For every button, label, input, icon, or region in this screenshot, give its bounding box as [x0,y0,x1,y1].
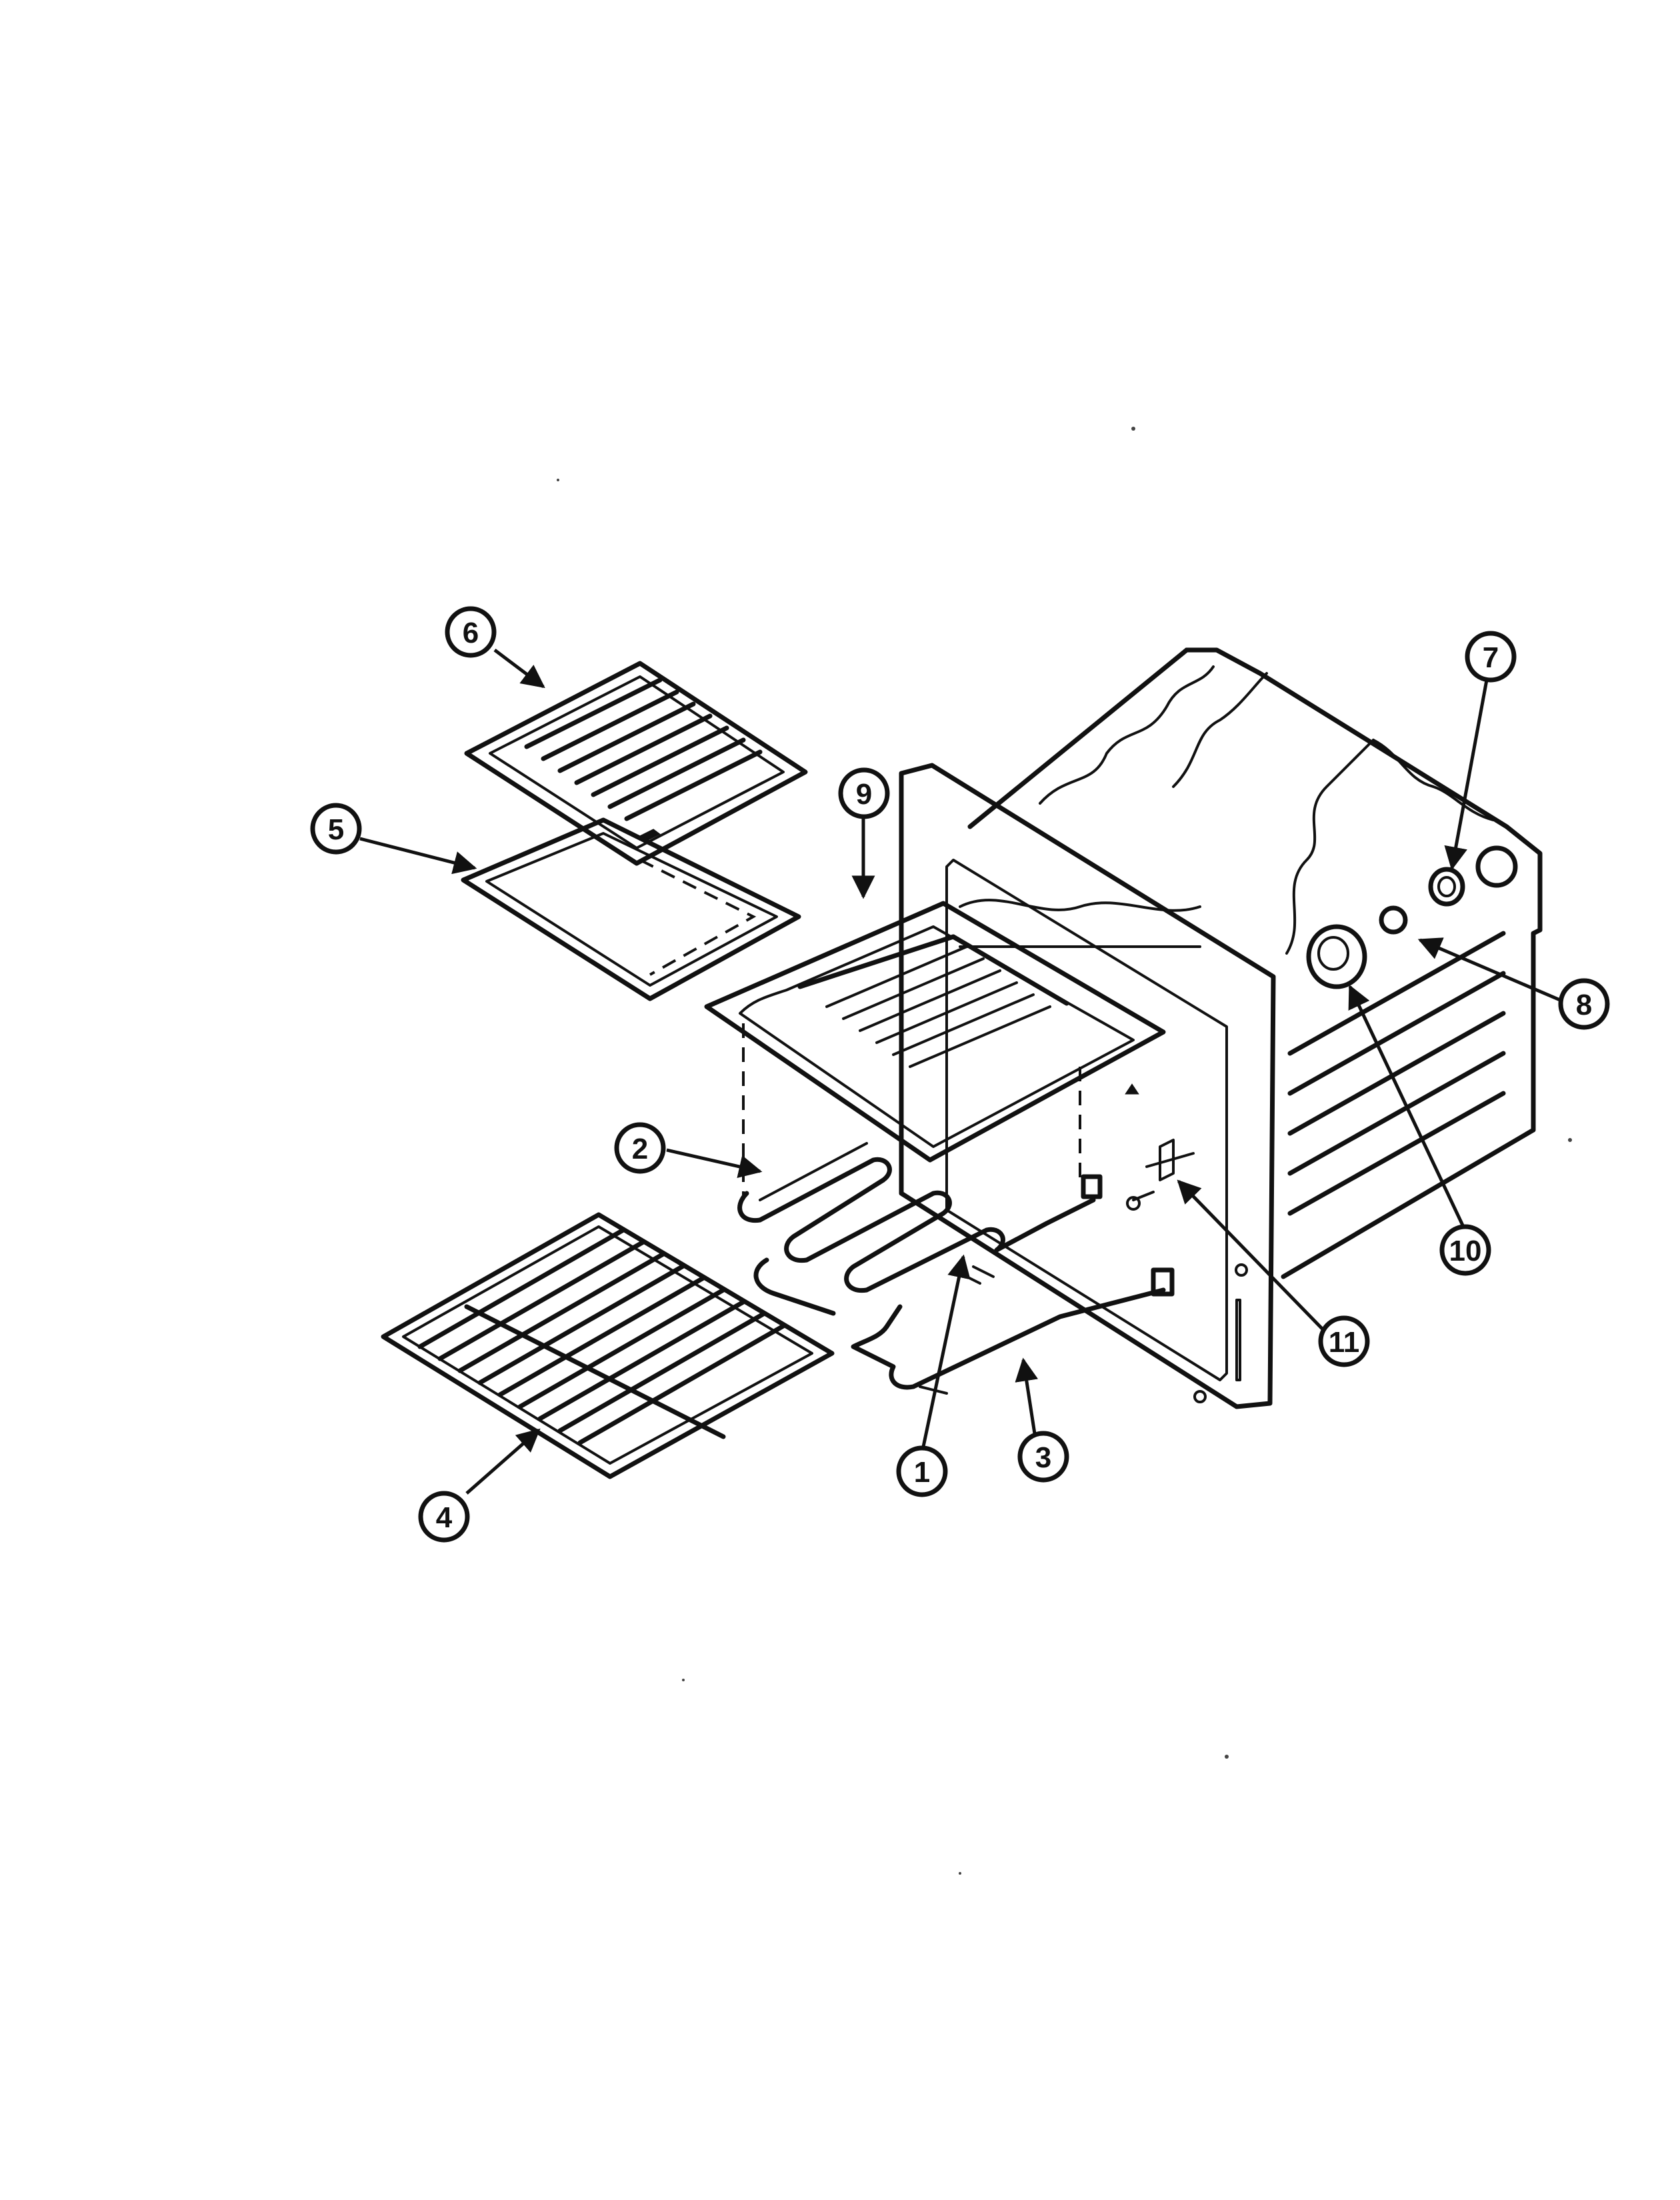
callout-9: 9 [838,767,890,819]
callout-label-6: 6 [463,617,479,649]
callout-3: 3 [1017,1431,1069,1483]
callout-label-4: 4 [436,1501,453,1534]
callout-7: 7 [1465,631,1517,683]
callout-1: 1 [896,1445,948,1497]
callout-label-9: 9 [856,778,872,811]
leader-lines [359,649,1561,1495]
scan-specks [557,427,1572,1875]
callout-label-7: 7 [1483,641,1499,674]
callout-label-3: 3 [1035,1441,1051,1474]
callout-2: 2 [614,1122,666,1174]
callout-label-8: 8 [1576,989,1592,1021]
callout-4: 4 [418,1491,470,1543]
broiler-grid-part-6 [464,661,808,866]
bottom-element-part-3 [753,1257,1175,1395]
callout-10: 10 [1439,1224,1491,1276]
bake-element-part-2 [737,1142,1103,1293]
callout-label-2: 2 [632,1133,648,1165]
broiler-pan-part-5 [461,817,801,1001]
callout-5: 5 [310,803,362,855]
callout-8: 8 [1558,978,1610,1030]
oven-rack-part-4 [381,1212,835,1479]
bracket-part-11 [1126,1139,1195,1211]
oven-cavity-body [899,647,1543,1409]
callout-label-1: 1 [914,1456,930,1489]
callout-11: 11 [1318,1315,1370,1367]
callout-6: 6 [445,606,497,658]
callout-label-5: 5 [328,813,344,846]
broil-element-assembly-part-9 [704,901,1166,1200]
callout-label-11: 11 [1329,1326,1360,1359]
callout-label-10: 10 [1449,1235,1482,1267]
